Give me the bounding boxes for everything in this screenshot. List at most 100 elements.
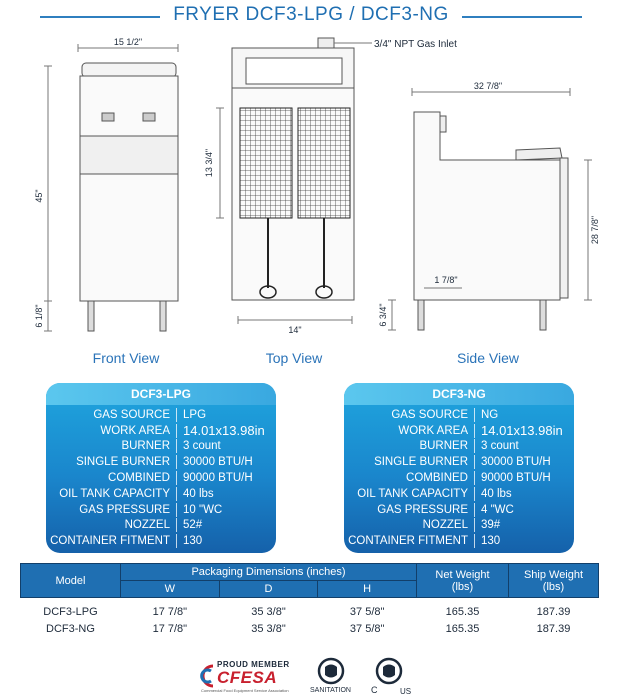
spec-divider [176,486,177,501]
spec-key: BURNER [121,440,170,453]
spec-key: BURNER [419,440,468,453]
spec-value: 130 [183,535,203,548]
front-width-dim: 15 1/2" [114,37,142,47]
cell-model: DCF3-LPG [43,606,98,618]
col-model-header: Model [20,563,121,598]
col-d-header: D [218,580,319,598]
cell-d: 35 3/8" [251,606,286,618]
spec-row: CONTAINER FITMENT 130 [46,533,276,549]
spec-divider [474,423,475,438]
spec-divider [474,534,475,549]
title-rule-left [40,16,160,18]
front-view-drawing [44,44,179,332]
cfesa-wordmark: CFESA [217,668,278,687]
top-view-drawing [216,37,372,324]
side-offset-dim: 1 7/8" [434,275,457,285]
spec-divider [176,534,177,549]
csa-c-caption: C [371,685,378,695]
sanitation-caption: SANITATION [310,687,351,694]
spec-card-title: DCF3-LPG [46,383,276,405]
cell-net: 165.35 [445,606,480,618]
spec-key: CONTAINER FITMENT [348,535,468,548]
spec-divider [176,502,177,517]
spec-value: 40 lbs [481,487,512,500]
certification-logos: PROUD MEMBER CFESA Commercial Food Equip… [195,655,435,697]
spec-row: GAS PRESSURE 4 "WC [344,502,574,518]
spec-row: COMBINED 90000 BTU/H [344,470,574,486]
spec-divider [176,471,177,486]
spec-key: GAS PRESSURE [79,503,170,516]
cfesa-proud-member: PROUD MEMBER [217,660,290,669]
gas-inlet-label: 3/4" NPT Gas Inlet [374,39,457,50]
cell-model: DCF3-NG [46,623,95,635]
cell-h: 37 5/8" [349,623,385,635]
cell-w: 17 7/8" [152,606,188,618]
title-rule-right [462,16,582,18]
spec-divider [176,518,177,533]
spec-row: BURNER 3 count [46,439,276,455]
col-ship-weight-header: Ship Weight (lbs) [508,563,599,598]
spec-value: 130 [481,535,501,548]
spec-row: OIL TANK CAPACITY 40 lbs [344,486,574,502]
spec-value: 90000 BTU/H [481,472,551,485]
front-leg-dim: 6 1/8" [34,304,44,327]
spec-key: COMBINED [108,472,170,485]
spec-key: NOZZEL [124,519,170,532]
cell-ship: 187.39 [536,623,571,635]
page-title: FRYER DCF3-LPG / DCF3-NG [173,4,449,25]
spec-divider [474,455,475,470]
spec-key: GAS PRESSURE [377,503,468,516]
spec-value: 39# [481,519,501,532]
cell-w: 17 7/8" [152,623,188,635]
spec-row: CONTAINER FITMENT 130 [344,533,574,549]
side-leg-dim: 6 3/4" [378,303,388,326]
side-view-caption: Side View [456,350,519,366]
spec-value: 4 "WC [481,503,514,516]
spec-value: 30000 BTU/H [183,456,253,469]
cfesa-subtitle: Commercial Food Equipment Service Associ… [201,688,289,693]
col-packaging-header: Packaging Dimensions (inches) [120,563,417,581]
cell-net: 165.35 [445,623,480,635]
spec-key: OIL TANK CAPACITY [59,487,170,500]
cell-ship: 187.39 [536,606,571,618]
spec-key: SINGLE BURNER [76,456,170,469]
spec-key: OIL TANK CAPACITY [357,487,468,500]
top-view-caption: Top View [265,350,323,366]
spec-value: 3 count [183,440,221,453]
cell-h: 37 5/8" [349,606,385,618]
col-w-header: W [120,580,220,598]
spec-divider [474,486,475,501]
spec-divider [176,407,177,422]
spec-key: GAS SOURCE [391,408,468,421]
technical-drawing: 15 1/2" 45" 6 1/8" 3/4" NPT Gas Inlet 13… [34,37,600,335]
spec-card-title: DCF3-NG [344,383,574,405]
table-row: DCF3-LPG 17 7/8" 35 3/8" 37 5/8" 165.35 187.3… [21,604,599,621]
csa-us-caption: US [400,687,412,696]
spec-divider [474,407,475,422]
spec-value: 14.01x13.98in [481,423,563,439]
spec-key: COMBINED [406,472,468,485]
side-height-dim: 28 7/8" [590,216,600,244]
spec-key: CONTAINER FITMENT [50,535,170,548]
spec-row: NOZZEL 39# [344,518,574,534]
front-height-dim: 45" [34,189,44,202]
spec-row: SINGLE BURNER 30000 BTU/H [46,454,276,470]
csa-sanitation-icon [317,657,345,685]
spec-divider [176,455,177,470]
spec-key: WORK AREA [100,424,170,437]
top-width-dim: 14" [288,325,301,335]
spec-key: SINGLE BURNER [374,456,468,469]
spec-key: NOZZEL [422,519,468,532]
